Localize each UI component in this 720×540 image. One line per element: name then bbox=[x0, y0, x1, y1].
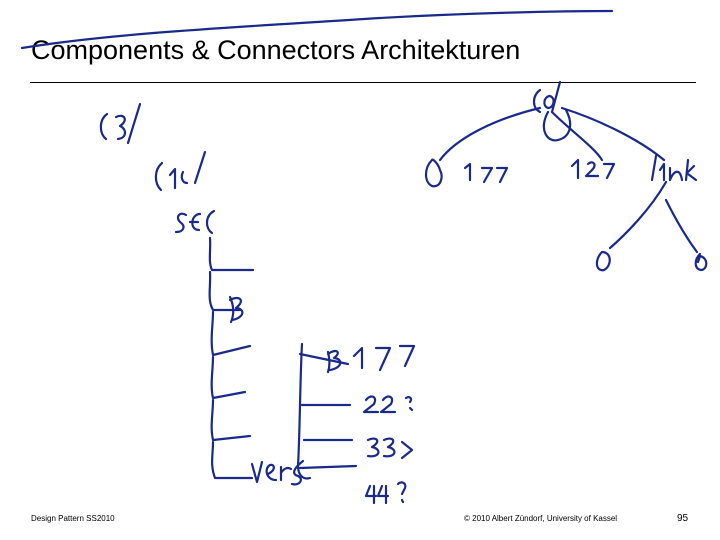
scribble-paren-group-1 bbox=[99, 102, 142, 145]
footer-copyright: © 2010 Albert Zündorf, University of Kas… bbox=[464, 514, 618, 523]
footer-course: Design Pattern SS2010 bbox=[31, 514, 115, 523]
tree-right-branches bbox=[608, 180, 699, 254]
page-number: 95 bbox=[677, 513, 689, 524]
chain-brace bbox=[208, 236, 255, 480]
row-label-222 bbox=[362, 395, 414, 414]
tree-node-left bbox=[424, 158, 443, 188]
tree-root-label bbox=[532, 80, 562, 114]
scribble-set-label bbox=[174, 209, 216, 235]
chain-letter-b-upper bbox=[228, 295, 244, 324]
tree-label-111 bbox=[463, 162, 509, 184]
title-strike-stroke bbox=[20, 9, 614, 50]
row-bracket bbox=[296, 342, 358, 480]
tree-label-122 bbox=[570, 158, 616, 180]
row-label-333 bbox=[366, 437, 414, 460]
chain-label-vers bbox=[250, 459, 305, 486]
slide-title: Components & Connectors Architekturen bbox=[31, 35, 521, 65]
row-label-444 bbox=[364, 481, 407, 505]
tree-node-bottom-left bbox=[595, 250, 611, 272]
tree-label-links bbox=[650, 154, 698, 182]
row-label-b-111 bbox=[326, 344, 416, 374]
scribble-paren-group-2 bbox=[154, 150, 207, 192]
title-underline bbox=[30, 82, 696, 83]
tree-root-branches bbox=[438, 106, 666, 162]
tree-node-bottom-right bbox=[694, 252, 708, 272]
